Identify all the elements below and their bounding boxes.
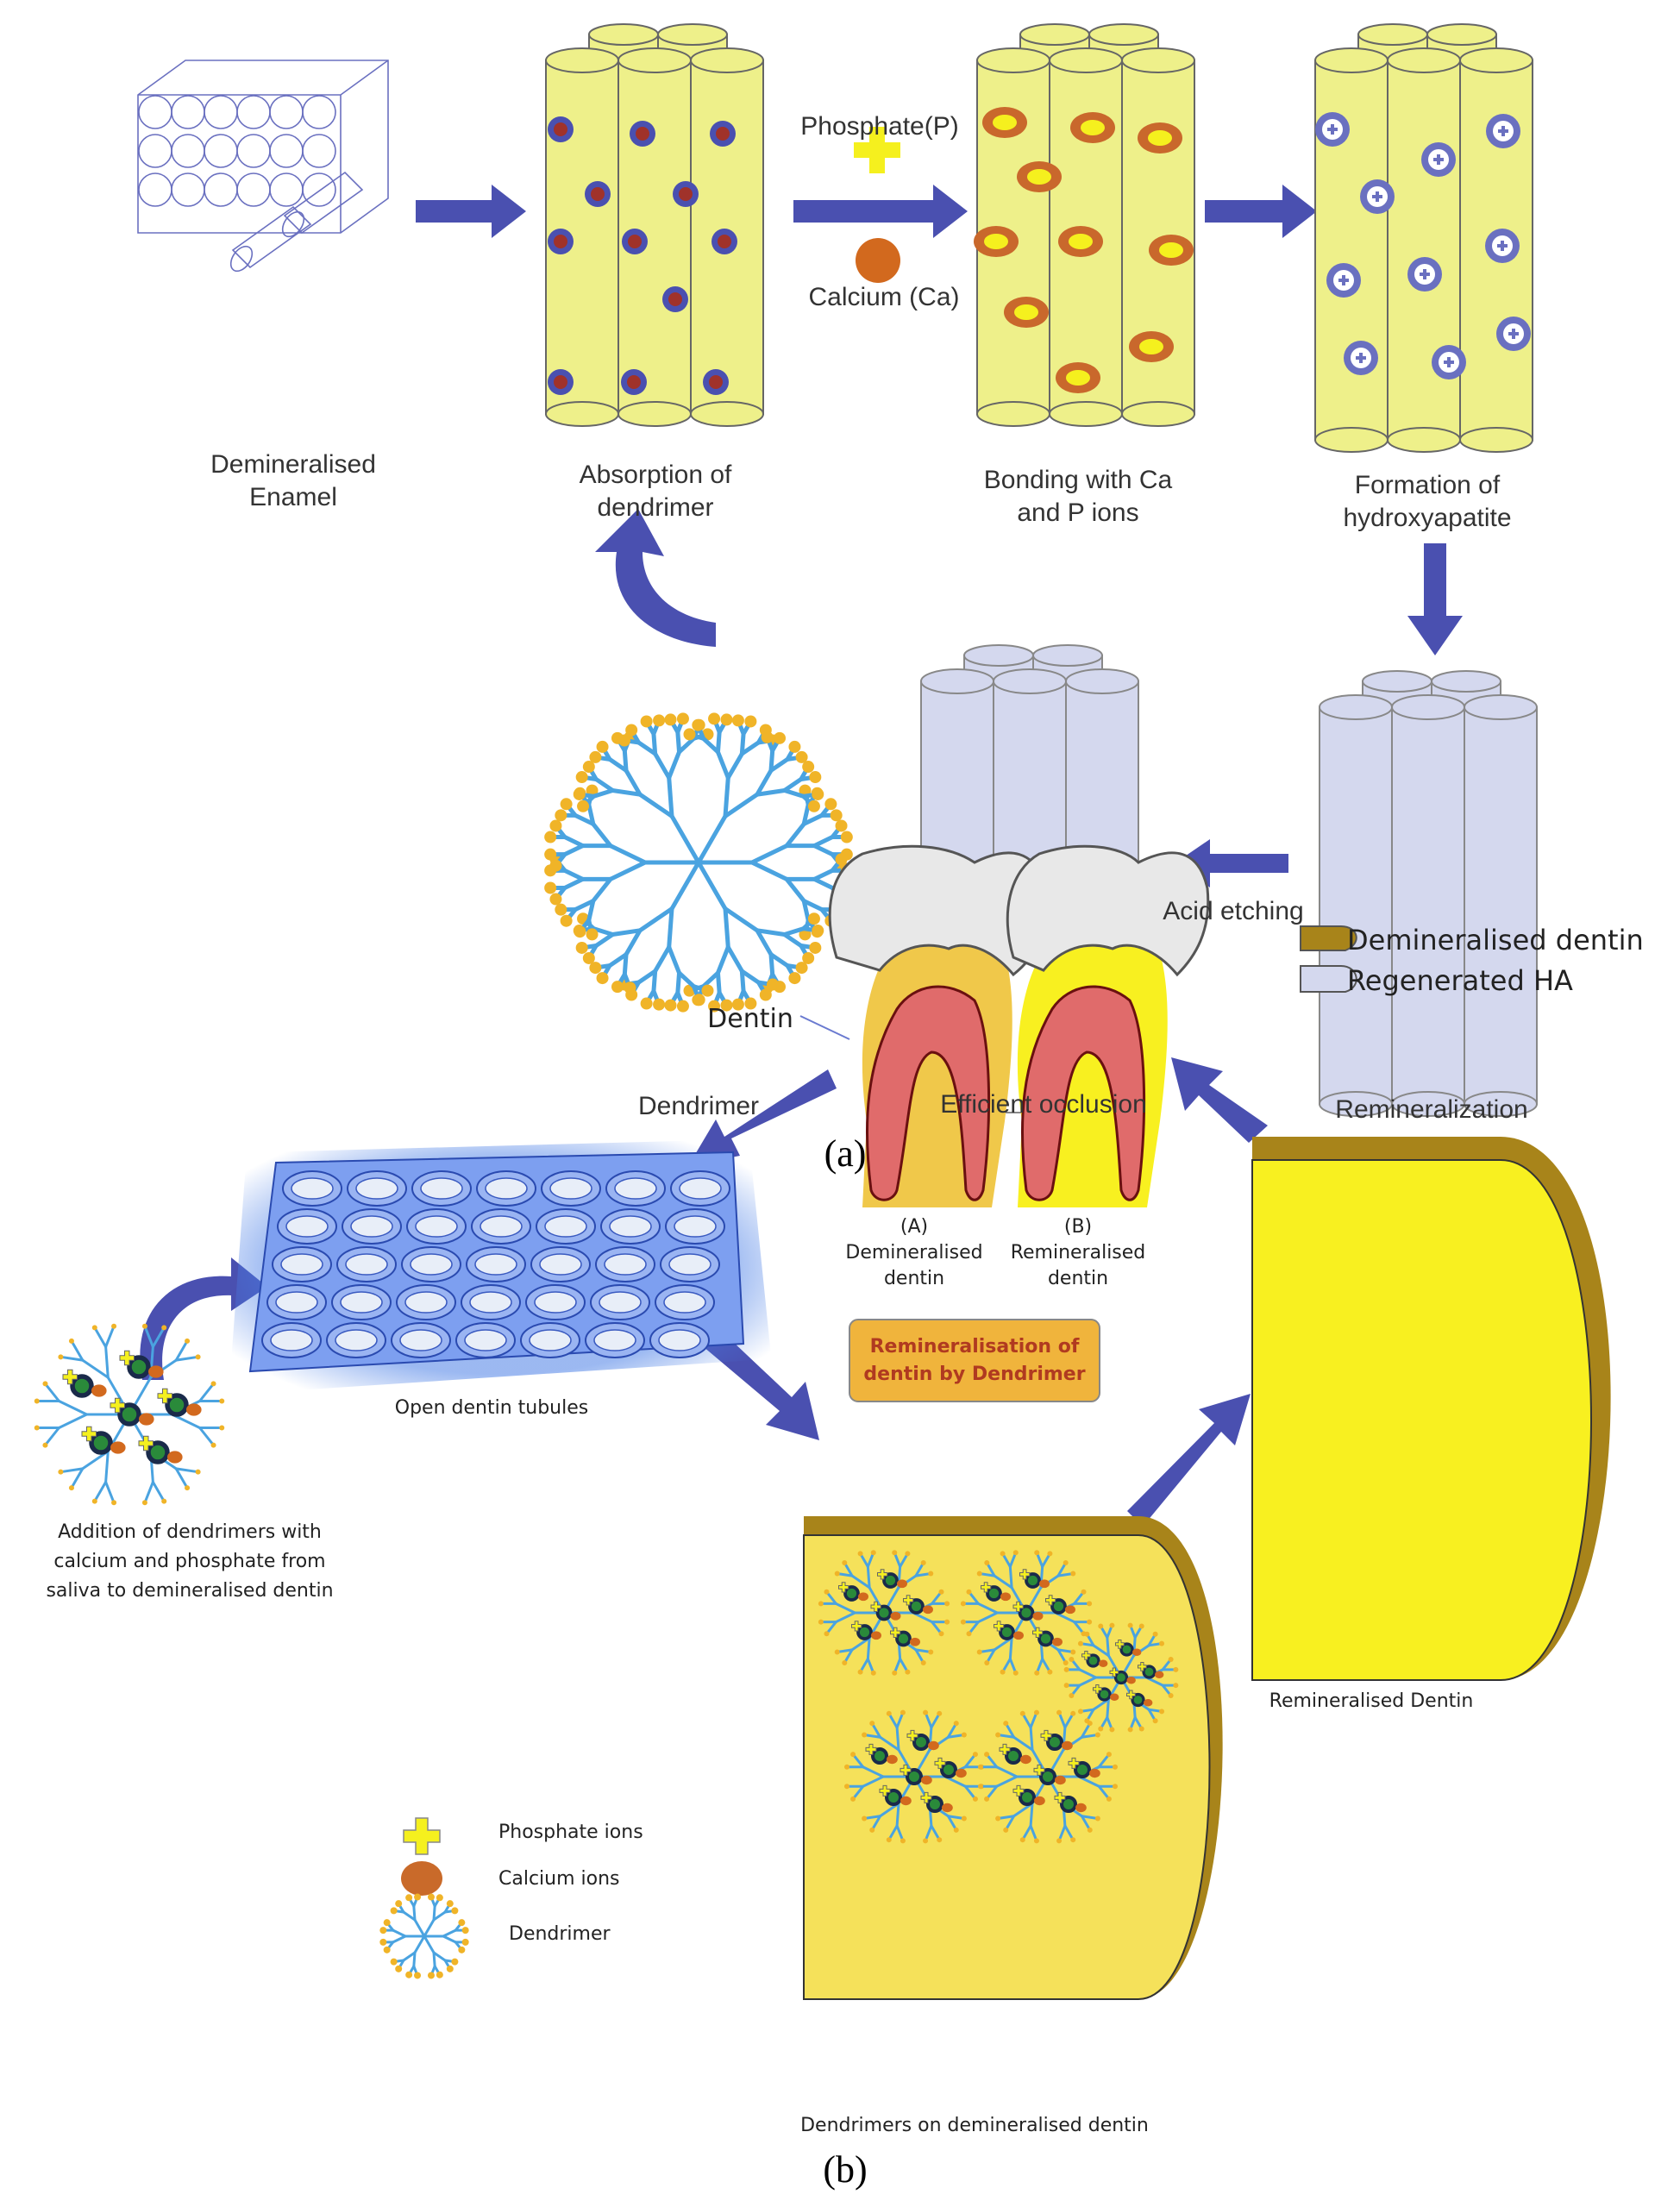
dendrimer-structure — [544, 712, 853, 1013]
label-dendrimer: Dendrimer — [637, 1092, 760, 1120]
label-calcium: Calcium (Ca) — [808, 283, 960, 311]
label-demineralised-enamel: Demineralised Enamel — [210, 450, 376, 511]
label-bonding: Bonding with Ca and P ions — [983, 466, 1173, 527]
label-dentin: Dentin — [707, 1004, 793, 1034]
dendrimer-ion-cluster — [34, 1323, 225, 1506]
open-dentin-tubules — [229, 1138, 772, 1395]
label-remineralised-dentin: Remineralised Dentin — [1269, 1690, 1474, 1712]
curved-arrow-addition — [140, 1257, 267, 1380]
legend-swatch-demineralised — [1300, 925, 1357, 951]
arrow-enamel-to-absorption — [416, 185, 526, 238]
legend-demineralised-dentin: Demineralised dentin — [1347, 924, 1644, 956]
panel-a-label: (a) — [824, 1132, 867, 1175]
cylinder-bundle — [545, 23, 764, 427]
dendrimers-on-dentin-shape — [803, 1516, 1223, 2000]
legend-phosphate-icon — [403, 1817, 441, 1855]
tooth-remineralised — [1006, 844, 1210, 1207]
legend-phosphate-ions: Phosphate ions — [498, 1822, 643, 1843]
label-addition: Addition of dendrimers with calcium and … — [46, 1521, 334, 1602]
label-tooth-b: (B) Remineralised dentin — [1010, 1216, 1146, 1289]
label-absorption: Absorption of dendrimer — [579, 461, 732, 522]
label-phosphate: Phosphate(P) — [800, 112, 959, 141]
arrow-bonding-to-formation — [1205, 185, 1317, 238]
legend-calcium-ions: Calcium ions — [498, 1868, 620, 1890]
arrow-absorption-to-bonding — [793, 185, 968, 238]
dentin-pointer-line — [799, 1015, 850, 1040]
panel-b-label: (b) — [823, 2148, 868, 2191]
label-acid-etching: Acid etching — [1163, 897, 1304, 925]
label-open-tubules: Open dentin tubules — [394, 1397, 589, 1419]
tooth-demineralised — [828, 844, 1050, 1207]
arrow-formation-to-remineralization — [1407, 543, 1463, 655]
remineralisation-box — [849, 1319, 1100, 1402]
label-formation: Formation of hydroxyapatite — [1343, 471, 1512, 532]
label-remineralization: Remineralization — [1335, 1095, 1528, 1124]
cylinder-bundle — [1319, 670, 1538, 1117]
cylinder-bundle — [974, 23, 1195, 427]
remineralisation-box-text: Remineralisation of dentin by Dendrimer — [863, 1336, 1086, 1385]
arrow-remin-to-tooth — [1171, 1057, 1268, 1143]
calcium-circle-symbol — [856, 238, 900, 283]
legend-calcium-icon — [401, 1861, 442, 1896]
label-efficient-occlusion: Efficient occlusion — [940, 1090, 1147, 1119]
legend-dendrimer-icon — [379, 1893, 469, 1979]
arrow-dendrimers-to-remin — [1127, 1394, 1251, 1527]
phosphate-plus-symbol — [854, 127, 900, 173]
legend-dendrimer: Dendrimer — [509, 1923, 611, 1945]
arrows-panel-a — [416, 185, 1463, 887]
curved-arrow-dendrimer-to-absorption — [595, 509, 716, 647]
legend-swatch-regenerated — [1300, 965, 1357, 993]
label-dendrimers-on-dentin: Dendrimers on demineralised dentin — [800, 2115, 1149, 2136]
legend-regenerated-ha: Regenerated HA — [1347, 964, 1573, 997]
cylinder-bundle — [1314, 23, 1533, 453]
remineralised-dentin-shape — [1251, 1137, 1611, 1681]
label-tooth-a: (A) Demineralised dentin — [845, 1216, 983, 1289]
demineralised-enamel-block — [137, 60, 389, 273]
